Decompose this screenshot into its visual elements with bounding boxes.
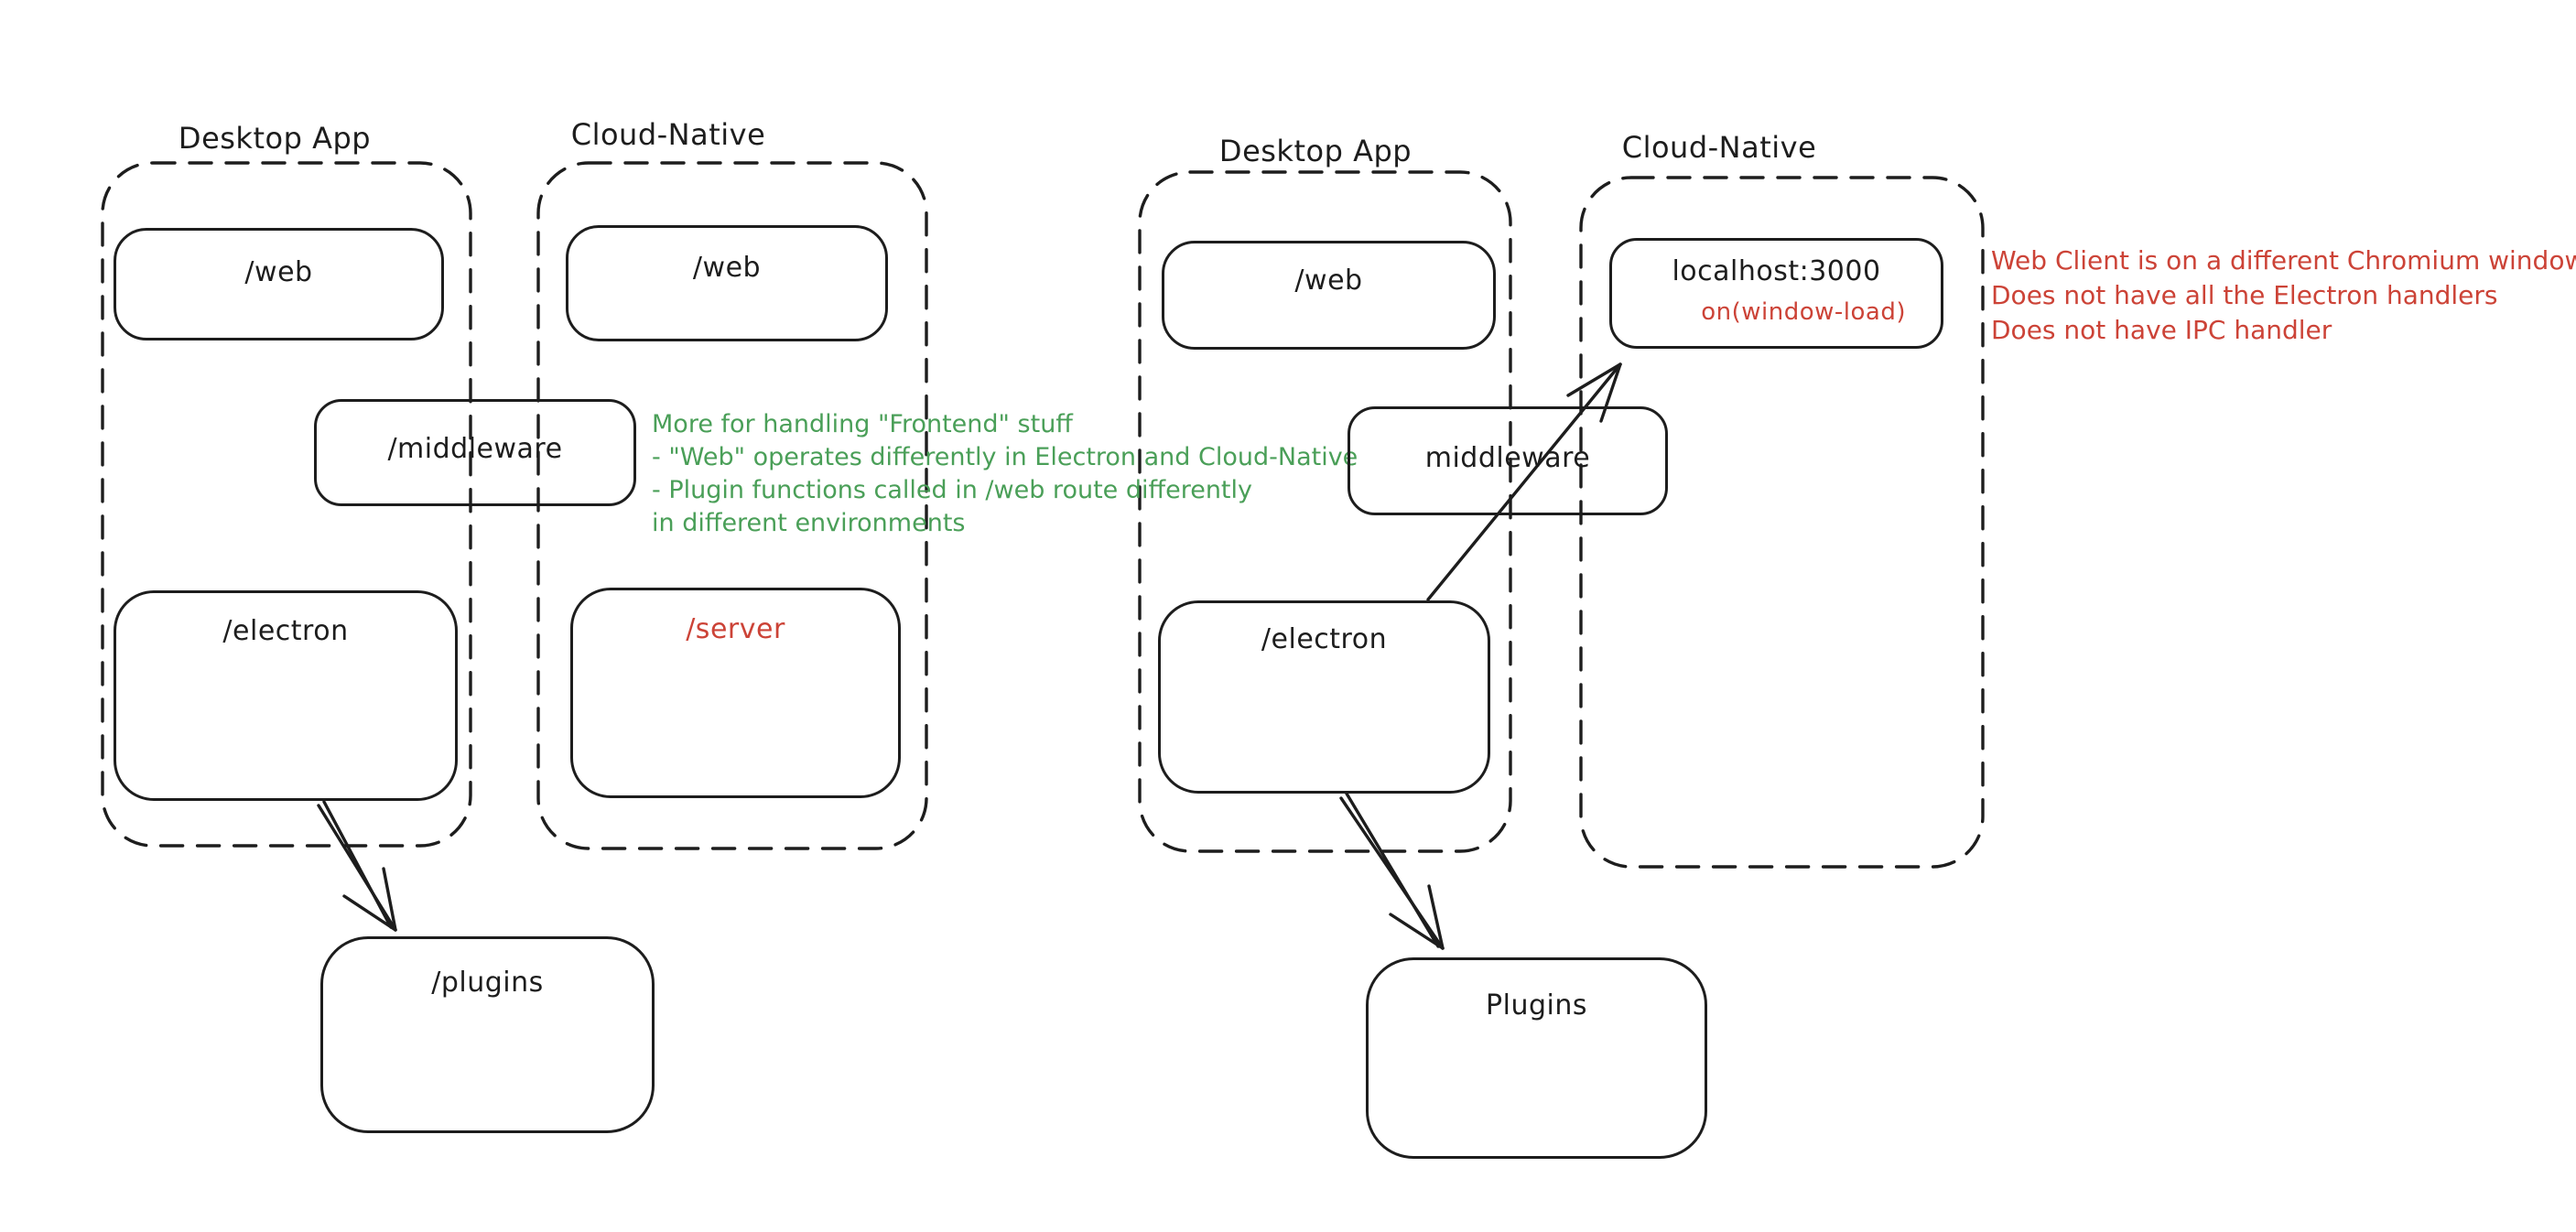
arrow-right-electron-to-localhost <box>1426 362 1622 601</box>
node-middleware-right-label: middleware <box>1424 442 1591 474</box>
node-plugins-right-label: Plugins <box>1486 989 1587 1021</box>
right-cloud-container <box>1579 176 1985 869</box>
node-server-left-label: /server <box>686 613 785 645</box>
note-green-line-4: in different environments <box>652 509 966 537</box>
note-green-line-1: More for handling "Frontend" stuff <box>652 410 1073 438</box>
right-cloud-label: Cloud-Native <box>1621 130 1817 165</box>
node-localhost: localhost:3000 on(window-load) <box>1609 238 1943 349</box>
node-web-left-desktop: /web <box>114 228 444 340</box>
note-green-line-2: - "Web" operates differently in Electron… <box>652 443 1358 471</box>
node-middleware-left: /middleware <box>314 399 636 506</box>
note-green-line-3: - Plugin functions called in /web route … <box>652 476 1253 504</box>
node-plugins-left-label: /plugins <box>431 967 544 999</box>
node-web-right: /web <box>1162 241 1496 350</box>
node-web-left-cloud-label: /web <box>692 252 762 284</box>
node-web-left-desktop-label: /web <box>244 256 313 288</box>
node-localhost-title: localhost:3000 <box>1672 255 1881 287</box>
right-desktop-container <box>1138 170 1512 853</box>
node-electron-right: /electron <box>1158 600 1490 794</box>
node-middleware-left-label: /middleware <box>387 433 563 465</box>
node-plugins-right: Plugins <box>1366 957 1707 1159</box>
node-web-right-label: /web <box>1294 265 1363 297</box>
node-middleware-right: middleware <box>1348 406 1668 515</box>
node-electron-right-label: /electron <box>1261 623 1388 655</box>
note-red-line-1: Web Client is on a different Chromium wi… <box>1991 245 2576 276</box>
note-red-line-3: Does not have IPC handler <box>1991 315 2332 345</box>
note-red-line-2: Does not have all the Electron handlers <box>1991 280 2498 310</box>
node-web-left-cloud: /web <box>566 225 888 341</box>
note-red: Web Client is on a different Chromium wi… <box>1991 243 2576 348</box>
right-desktop-label: Desktop App <box>1218 134 1412 168</box>
node-plugins-left: /plugins <box>320 936 655 1133</box>
node-localhost-event: on(window-load) <box>1701 298 1906 326</box>
left-desktop-label: Desktop App <box>178 121 372 156</box>
node-server-left: /server <box>570 588 901 798</box>
arrow-right-electron-to-plugins <box>1339 792 1445 950</box>
node-electron-left: /electron <box>114 590 458 801</box>
node-electron-left-label: /electron <box>222 615 349 647</box>
note-green: More for handling "Frontend" stuff - "We… <box>652 408 1358 540</box>
arrow-left-electron-to-plugins <box>317 800 397 932</box>
left-cloud-label: Cloud-Native <box>570 117 766 152</box>
